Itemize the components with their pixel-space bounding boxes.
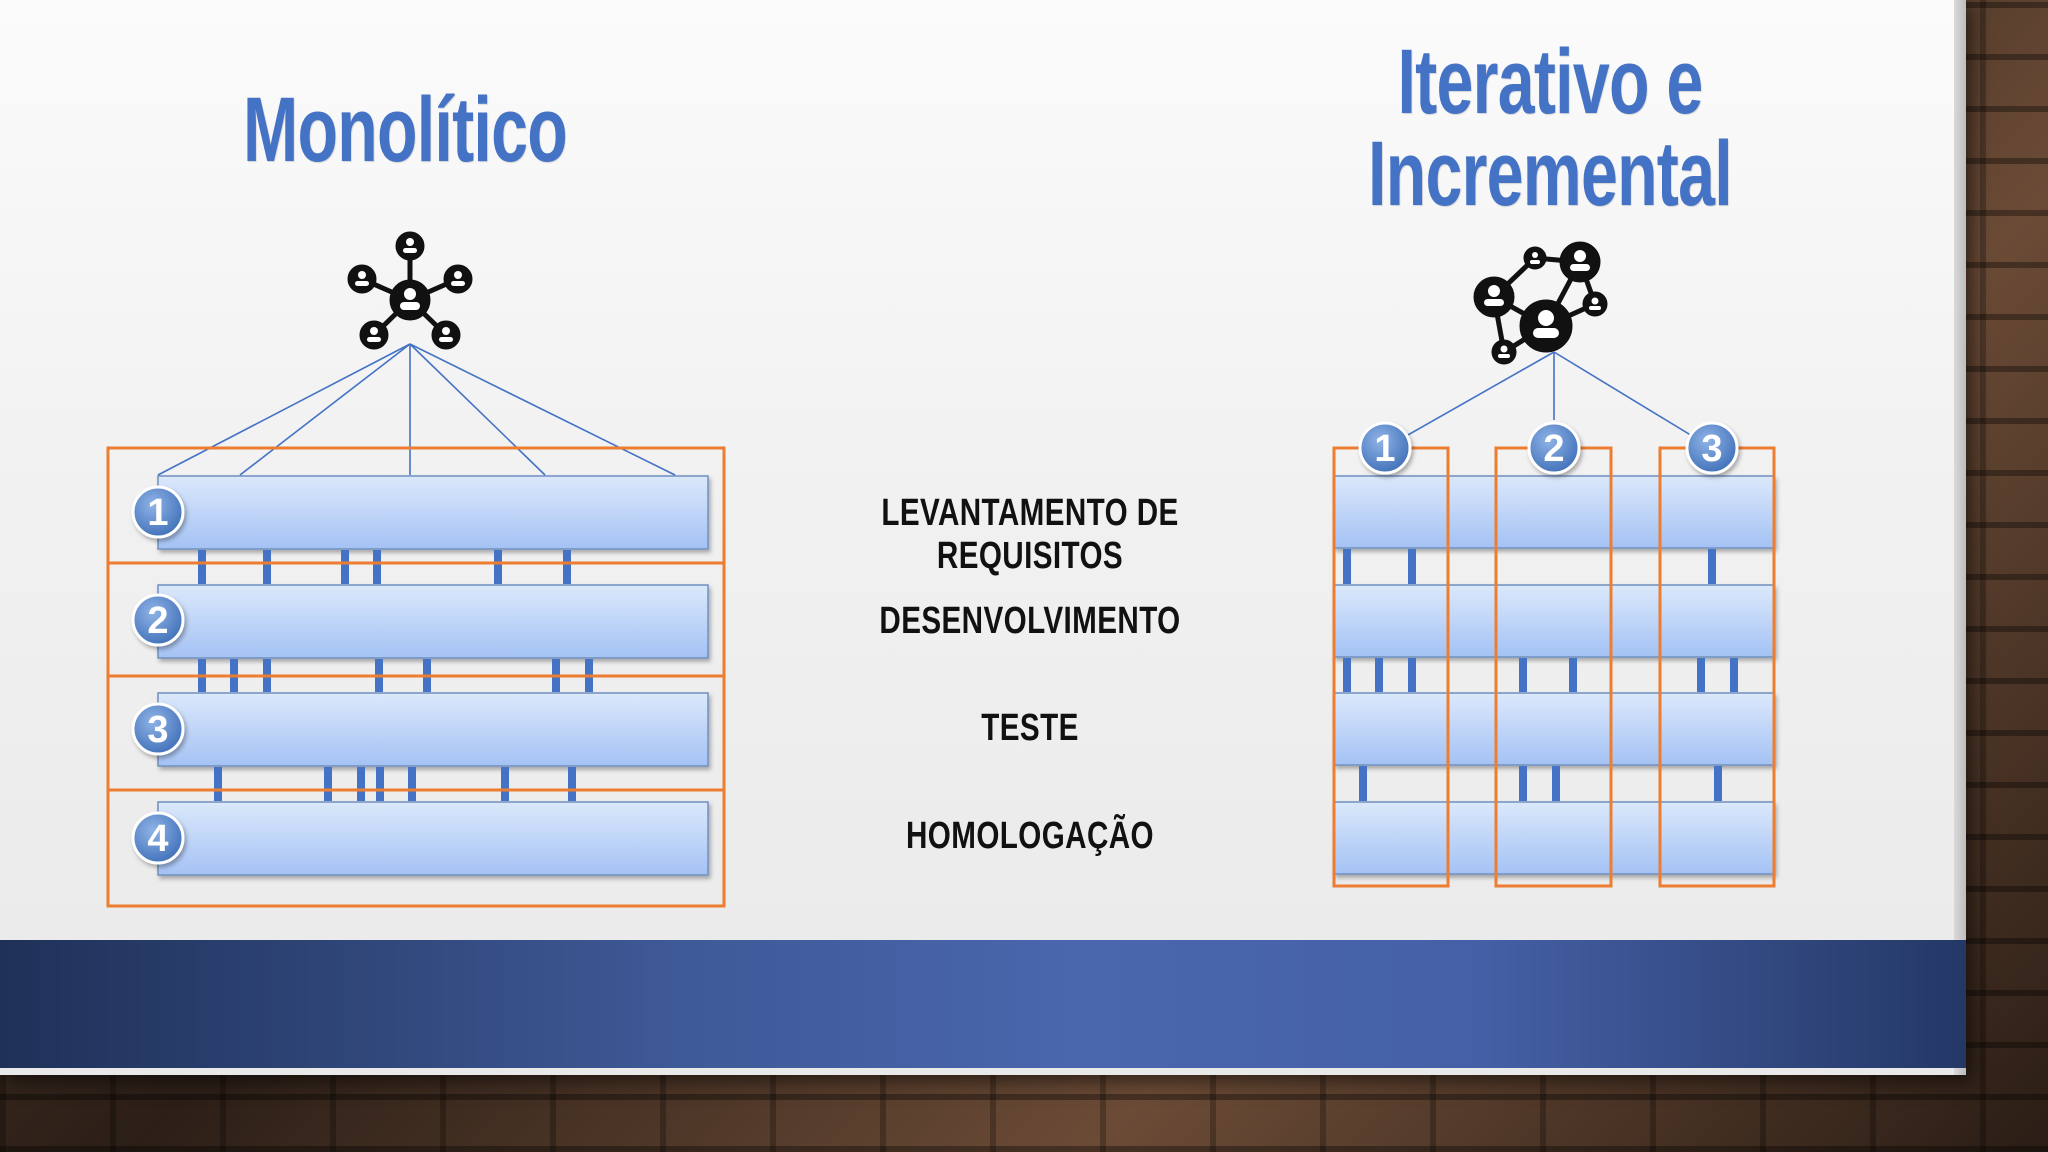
left-phase-outlines (106, 446, 726, 908)
phase-number-3: 3 (131, 702, 185, 756)
inc-bar-3 (1333, 692, 1775, 766)
phase-number-1: 1 (131, 485, 185, 539)
phase-bar-3 (157, 692, 709, 767)
right-phase-bars (1333, 475, 1775, 875)
title-monolitico: Monolítico (243, 79, 568, 181)
title-line-1: Iterativo e (1397, 31, 1703, 133)
left-phase-numbers: 1 2 3 4 (131, 485, 185, 865)
right-connectors (1384, 351, 1713, 449)
people-network-icon (347, 231, 473, 350)
inc-bar-2 (1333, 584, 1775, 658)
left-phase-bars (157, 475, 709, 876)
phase-bar-1 (157, 475, 709, 550)
title-iterativo-incremental: Iterativo e Incremental (1356, 36, 1745, 220)
svg-text:3: 3 (147, 709, 168, 751)
slide-edge (1954, 0, 1966, 1075)
svg-text:4: 4 (147, 818, 168, 860)
phase-label-homologacao: HOMOLOGAÇÃO (906, 815, 1154, 857)
inc-bar-4 (1333, 801, 1775, 875)
svg-text:2: 2 (1543, 428, 1564, 470)
diagram-canvas: 1 2 3 4 (106, 231, 1776, 908)
people-network-icon (1473, 241, 1608, 365)
increment-number-1: 1 (1358, 421, 1412, 475)
inc-bar-1 (1333, 475, 1775, 549)
svg-text:3: 3 (1701, 428, 1722, 470)
right-increment-numbers: 1 2 3 (1358, 421, 1739, 475)
phase-label-desenvolvimento: DESENVOLVIMENTO (879, 600, 1181, 642)
svg-text:1: 1 (147, 492, 168, 534)
footer-band (0, 940, 1966, 1068)
phase-number-2: 2 (131, 593, 185, 647)
phase-bar-2 (157, 584, 709, 659)
increment-number-3: 3 (1685, 421, 1739, 475)
phase-bar-4 (157, 801, 709, 876)
svg-text:2: 2 (147, 600, 168, 642)
phase-label-requisitos: LEVANTAMENTO DE REQUISITOS (881, 492, 1179, 577)
phase-label-teste: TESTE (981, 707, 1079, 749)
increment-number-2: 2 (1527, 421, 1581, 475)
right-phase-links (1343, 549, 1738, 801)
svg-text:1: 1 (1374, 428, 1395, 470)
left-connectors (157, 343, 676, 476)
slide: Monolítico Iterativo e Incremental (0, 0, 1966, 1075)
title-line-2: Incremental (1368, 123, 1733, 225)
phase-number-4: 4 (131, 811, 185, 865)
